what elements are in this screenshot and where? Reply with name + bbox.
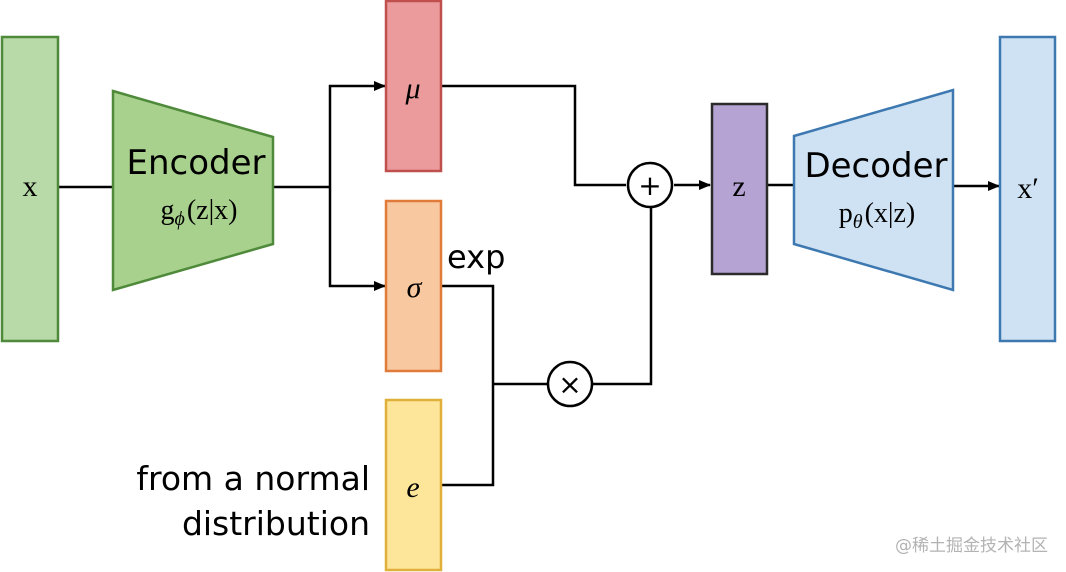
plus-operator <box>626 161 674 209</box>
encoder-formula: gϕ(z|x) <box>160 195 237 230</box>
output-x-block <box>998 35 1057 343</box>
normal-label-line2: distribution <box>182 504 370 543</box>
epsilon-label: e <box>406 471 419 504</box>
z-label: z <box>732 170 745 203</box>
output-x-label: x′ <box>1017 172 1039 205</box>
edge-times-to-plus <box>592 208 653 386</box>
decoder-formula-args: (x|z) <box>865 198 916 229</box>
encoder-formula-sub: ϕ <box>174 208 184 230</box>
sigma-block <box>384 199 443 373</box>
decoder-formula: pθ(x|z) <box>839 198 916 233</box>
sigma-label: σ <box>407 271 423 304</box>
times-operator <box>546 360 594 408</box>
decoder-block <box>792 88 955 292</box>
edge-to-sigma <box>328 187 386 291</box>
edge-mu-to-plus <box>441 84 626 187</box>
edge-sigma-exp <box>441 284 495 384</box>
exp-label: exp <box>447 238 505 276</box>
encoder-title: Encoder <box>126 143 265 183</box>
encoder-block <box>111 89 275 292</box>
z-block <box>710 102 769 276</box>
watermark: @稀土掘金技术社区 <box>895 536 1048 556</box>
input-x-label: x <box>23 170 38 203</box>
edge-epsilon <box>441 384 495 487</box>
plus-symbol: + <box>638 169 661 202</box>
encoder-formula-g: g <box>160 195 174 226</box>
decoder-formula-sub: θ <box>853 211 863 233</box>
decoder-formula-p: p <box>839 198 853 229</box>
normal-label-line1: from a normal <box>136 459 370 498</box>
mu-label: μ <box>404 72 420 105</box>
edge-to-mu <box>328 81 386 187</box>
connectors <box>58 81 1000 487</box>
decoder-title: Decoder <box>804 146 947 186</box>
input-x-block <box>0 35 60 343</box>
encoder-formula-args: (z|x) <box>187 195 238 226</box>
mu-block <box>384 0 443 173</box>
epsilon-block <box>384 398 443 572</box>
times-symbol: × <box>558 368 581 401</box>
